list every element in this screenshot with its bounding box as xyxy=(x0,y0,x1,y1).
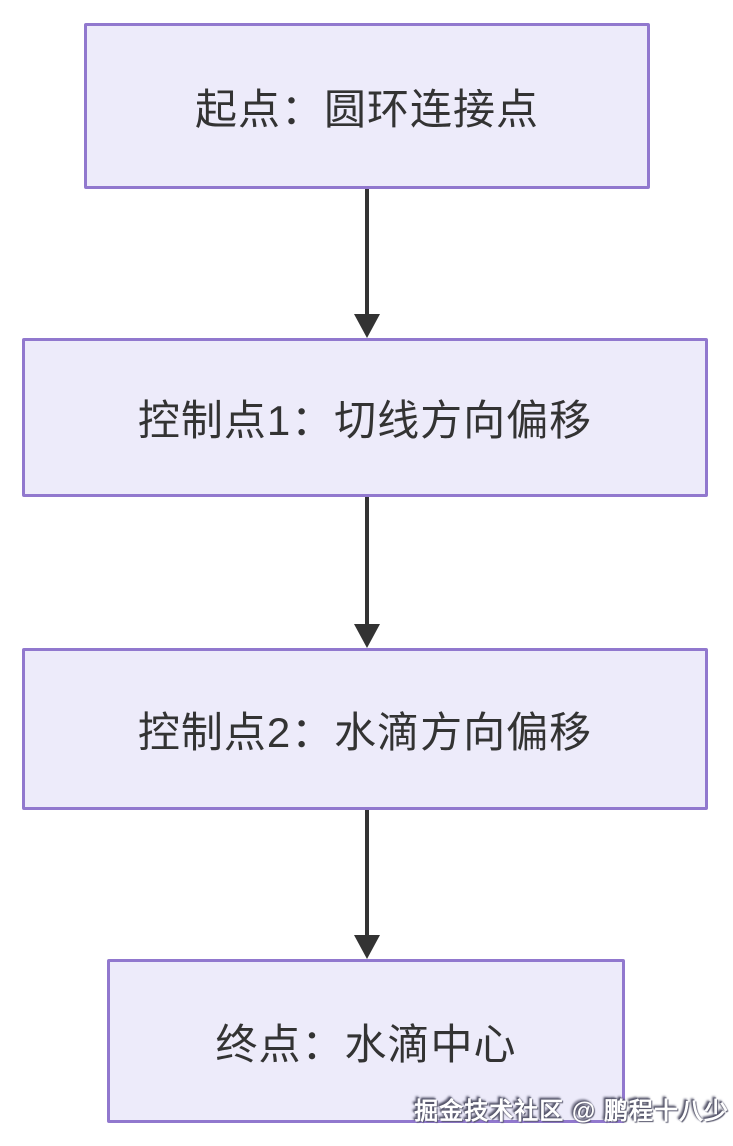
flow-node-control2: 控制点2：水滴方向偏移 xyxy=(22,648,708,810)
arrow-shaft xyxy=(365,497,369,624)
edge-start-to-control1 xyxy=(354,189,380,338)
flow-node-end: 终点：水滴中心 xyxy=(107,959,625,1123)
arrow-shaft xyxy=(365,810,369,935)
arrow-down-icon xyxy=(354,935,380,959)
flow-node-end-label: 终点：水滴中心 xyxy=(215,1020,517,1068)
arrow-down-icon xyxy=(354,624,380,648)
arrow-shaft xyxy=(365,189,369,314)
flow-node-control1-label: 控制点1：切线方向偏移 xyxy=(137,397,593,444)
edge-control2-to-end xyxy=(354,810,380,959)
flow-node-start-label: 起点：圆环连接点 xyxy=(194,85,539,133)
edge-control1-to-control2 xyxy=(354,497,380,648)
arrow-down-icon xyxy=(354,314,380,338)
flow-node-start: 起点：圆环连接点 xyxy=(84,23,650,189)
watermark: 掘金技术社区 @ 鹏程十八少 xyxy=(414,1098,729,1125)
flow-node-control2-label: 控制点2：水滴方向偏移 xyxy=(137,708,593,756)
flow-node-control1: 控制点1：切线方向偏移 xyxy=(22,338,708,497)
